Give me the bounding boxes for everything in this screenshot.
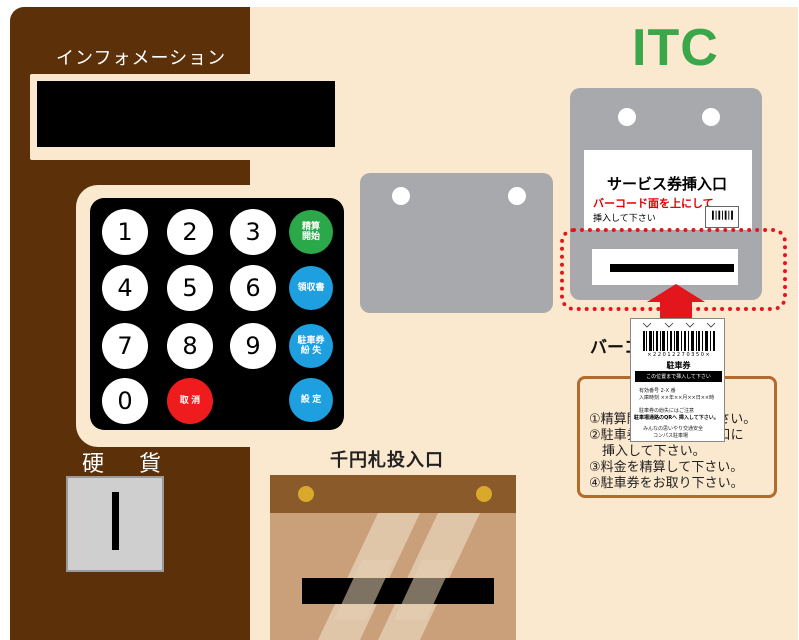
- screw-icon: [618, 108, 636, 126]
- receipt-button[interactable]: 領収書: [289, 266, 333, 310]
- coin-slot[interactable]: [112, 492, 119, 550]
- settings-button[interactable]: 設 定: [289, 378, 333, 422]
- key-0[interactable]: 0: [102, 378, 148, 424]
- barcode-reader-unit: [360, 173, 553, 313]
- lost-ticket-button[interactable]: 駐車券 紛 失: [289, 324, 333, 368]
- ticket-row-2: 入庫時刻 ××年××月××日××時: [639, 395, 715, 401]
- bill-slot-label: 千円札投入口: [330, 450, 444, 471]
- keypad: 1 2 3 精算 開始 4 5 6 領収書 7 8 9 駐車券 紛 失 0 取 …: [90, 198, 344, 430]
- itc-logo: ITC: [632, 19, 719, 77]
- ticket-title: 駐車券: [666, 361, 691, 370]
- key-9[interactable]: 9: [230, 323, 276, 369]
- key-2[interactable]: 2: [167, 209, 213, 255]
- service-ticket-title: サービス券挿入口: [607, 175, 728, 193]
- screw-icon: [476, 486, 492, 502]
- start-payment-button[interactable]: 精算 開始: [289, 210, 333, 254]
- screw-icon: [508, 187, 526, 205]
- key-6[interactable]: 6: [230, 265, 276, 311]
- service-ticket-instruction-1: バーコード面を上にして: [593, 197, 714, 210]
- ticket-row-1: 有効番号 2-X 番: [639, 388, 676, 394]
- key-5[interactable]: 5: [167, 265, 213, 311]
- insert-arrow-icon: [660, 300, 692, 320]
- key-4[interactable]: 4: [102, 265, 148, 311]
- key-1[interactable]: 1: [102, 209, 148, 255]
- ticket-note-4: コンパス駐車場: [653, 433, 689, 439]
- arrow-up-icon: [647, 284, 705, 302]
- ticket-banner: この位置まで挿入して下さい: [646, 374, 711, 380]
- screw-icon: [392, 187, 410, 205]
- service-ticket-slot[interactable]: [610, 264, 734, 272]
- key-7[interactable]: 7: [102, 323, 148, 369]
- instruction-step-4: ④駐車券をお取り下さい。: [589, 476, 744, 491]
- ticket-note-1: 駐車券の紛失にはご注意: [639, 408, 695, 414]
- screw-icon: [702, 108, 720, 126]
- coin-label: 硬 貨: [82, 452, 175, 477]
- ticket-note-2: 駐車場通路のQRへ 挿入して下さい。: [634, 415, 719, 421]
- instruction-step-3: ③料金を精算して下さい。: [589, 460, 744, 475]
- ticket-note-3: みんなの思いやり交通安全: [643, 426, 704, 432]
- instruction-step-2-cont: 挿入して下さい。: [589, 444, 706, 459]
- bill-slot-glare: [334, 560, 454, 620]
- service-ticket-instruction-2: 挿入して下さい: [593, 214, 656, 224]
- bill-acceptor-top: [270, 475, 516, 513]
- information-label: インフォメーション: [56, 48, 227, 69]
- ticket-barcode-icon: [705, 206, 739, 228]
- ticket-number: × 2 2 0 1 2 2 7 0 3 5 0 ×: [647, 352, 710, 358]
- bill-slot[interactable]: [302, 578, 494, 604]
- parking-ticket[interactable]: × 2 2 0 1 2 2 7 0 3 5 0 × 駐車券 この位置まで挿入して…: [630, 318, 725, 442]
- parking-ticket-graphic: [635, 322, 722, 382]
- key-8[interactable]: 8: [167, 323, 213, 369]
- information-display: [37, 81, 335, 147]
- key-3[interactable]: 3: [230, 209, 276, 255]
- cancel-button[interactable]: 取 消: [167, 378, 213, 424]
- screw-icon: [298, 486, 314, 502]
